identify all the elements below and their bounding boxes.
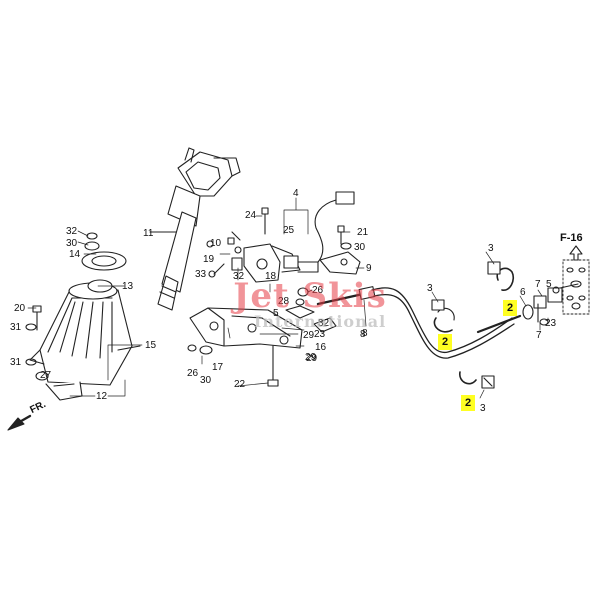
- label-12: 12: [96, 391, 108, 402]
- label-16: 16: [315, 342, 327, 353]
- bracket-9: [319, 251, 361, 275]
- label-30b: 30: [200, 375, 212, 386]
- watermark-line2: International: [253, 312, 387, 331]
- label-29b: 29: [305, 352, 317, 363]
- page-code: F-16: [560, 232, 583, 244]
- label-23a: 23: [314, 329, 326, 340]
- label-18: 18: [265, 271, 277, 282]
- label-22: 22: [234, 379, 246, 390]
- label-31b: 31: [10, 357, 22, 368]
- label-14: 14: [69, 249, 81, 260]
- column-housing: [29, 279, 141, 401]
- label-7a: 7: [535, 279, 541, 290]
- label-13: 13: [122, 281, 134, 292]
- label-15: 15: [145, 340, 157, 351]
- highlight-label-2a: 2: [503, 300, 517, 316]
- label-6: 6: [520, 287, 526, 298]
- highlight-label-2c: 2: [461, 395, 475, 411]
- clip-2-left: [431, 299, 455, 333]
- label-10: 10: [210, 238, 222, 249]
- label-17: 17: [212, 362, 224, 373]
- label-25: 25: [283, 225, 295, 236]
- label-3c: 3: [480, 403, 486, 414]
- label-11: 11: [143, 228, 154, 239]
- label-8: 8: [360, 329, 366, 340]
- label-32a: 32: [66, 226, 78, 237]
- label-23b: 23: [545, 318, 557, 329]
- ring-14: [81, 251, 127, 271]
- label-3b: 3: [427, 283, 433, 294]
- label-5a: 5: [273, 308, 279, 319]
- label-33: 33: [195, 269, 207, 280]
- cable-8: [316, 286, 522, 359]
- label-21: 21: [357, 227, 369, 238]
- label-8-b: 8: [362, 328, 368, 339]
- label-31a: 31: [10, 322, 22, 333]
- clip-2-right: [487, 261, 515, 291]
- washers-26-30: [187, 344, 213, 355]
- label-7b: 7: [536, 330, 542, 341]
- label-26b: 26: [187, 368, 199, 379]
- label-4: 4: [293, 188, 299, 199]
- label-20: 20: [14, 303, 26, 314]
- leader-lines: [27, 197, 549, 399]
- label-32c: 32: [233, 271, 245, 282]
- bolt-22: [267, 345, 279, 387]
- label-3a: 3: [488, 243, 494, 254]
- watermark-line1: Jet Skis: [233, 276, 387, 316]
- label-9-visible: 9: [366, 263, 372, 274]
- label-5b: 5: [546, 279, 552, 290]
- label-19: 19: [203, 254, 215, 265]
- label-24: 24: [245, 210, 257, 221]
- label-27: 27: [40, 370, 52, 381]
- label-28: 28: [278, 296, 290, 307]
- label-29b-b: 29: [306, 353, 318, 364]
- f16-box: [562, 245, 590, 315]
- highlight-label-2b: 2: [438, 334, 452, 350]
- end-parts: [522, 283, 579, 326]
- label-29a: 29: [303, 330, 315, 341]
- steering-column: [149, 147, 241, 311]
- label-30a: 30: [66, 238, 78, 249]
- part-32b: [313, 317, 337, 333]
- label-30c: 30: [354, 242, 366, 253]
- label-32b: 32: [318, 318, 330, 329]
- tilt-bracket: [189, 307, 303, 349]
- clip-2-mid: [459, 371, 495, 389]
- small-rings: [25, 232, 100, 381]
- bolt-20: [32, 305, 42, 331]
- label-26a: 26: [312, 285, 324, 296]
- clip-5: [285, 287, 315, 319]
- bracket-18: [231, 243, 301, 283]
- sensor-25: [283, 191, 355, 273]
- front-arrow-icon: [7, 414, 32, 431]
